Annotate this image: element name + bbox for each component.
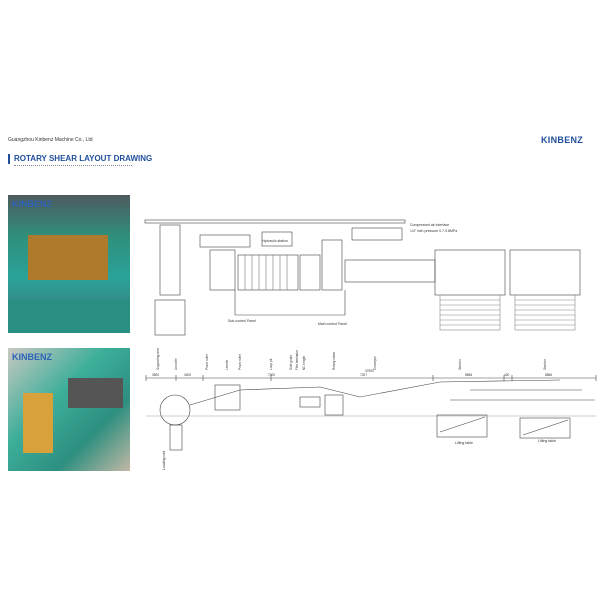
machine-photo-uncoiler: KINBENZ xyxy=(8,348,130,471)
elevation-view: 3500 3400 7000 7327 8856 420 8856 37900 … xyxy=(145,348,597,470)
machine-part xyxy=(23,393,53,453)
machine-body xyxy=(28,235,108,280)
brand-logo: KINBENZ xyxy=(541,135,584,145)
component-label: Leveler xyxy=(225,359,229,370)
component-label: NC length xyxy=(302,356,306,370)
component-label: Rotary shear xyxy=(332,351,336,370)
component-label: Uncoiler xyxy=(174,357,178,370)
component-label: Side guide xyxy=(289,355,293,370)
company-name: Guangzhou Kinbenz Machine Co., Ltd xyxy=(8,137,93,143)
component-label: Supporting arm xyxy=(156,348,160,370)
dim: 3500 xyxy=(152,373,159,377)
machine-base xyxy=(8,300,130,333)
title-underline xyxy=(14,165,132,166)
photo-logo: KINBENZ xyxy=(12,352,52,362)
title-accent-bar xyxy=(8,154,10,164)
motor xyxy=(68,378,123,408)
machine-photo-shear: KINBENZ xyxy=(8,195,130,333)
photo-logo: KINBENZ xyxy=(12,199,52,209)
dim: 7327 xyxy=(360,373,367,377)
hydraulic-label: Hydraulic station xyxy=(262,239,288,243)
component-label: Film laminator xyxy=(295,349,299,370)
dim: 8856 xyxy=(465,373,472,377)
component-label: Loop pit xyxy=(269,359,273,370)
main-panel-label: Main control Panel xyxy=(318,322,347,326)
lifting-table-label: Lifting table xyxy=(455,441,473,445)
compressed-air-label: Compressed air interface xyxy=(410,223,449,227)
dim: 7000 xyxy=(268,373,275,377)
sub-panel-label: Sub-control Panel xyxy=(228,319,256,323)
component-label: Pinch roller xyxy=(205,353,209,370)
component-label: Stacker xyxy=(543,358,547,370)
page-title: ROTARY SHEAR LAYOUT DRAWING xyxy=(14,154,153,163)
loading-cart-label: Loading cart xyxy=(162,451,166,470)
pressure-label: 1/4" inch pressure 0.7-0.8MPa xyxy=(410,229,457,233)
dim: 3400 xyxy=(184,373,191,377)
dim: 420 xyxy=(504,373,510,377)
dim: 8856 xyxy=(545,373,552,377)
component-label: Stacker xyxy=(458,358,462,370)
total-dim: 37900 xyxy=(365,369,374,373)
component-label: Pinch roller xyxy=(238,353,242,370)
plan-view: Hydraulic station Compressed air interfa… xyxy=(144,219,581,336)
lifting-table-label: Lifting table xyxy=(538,439,556,443)
component-label: Conveyor xyxy=(373,355,377,370)
